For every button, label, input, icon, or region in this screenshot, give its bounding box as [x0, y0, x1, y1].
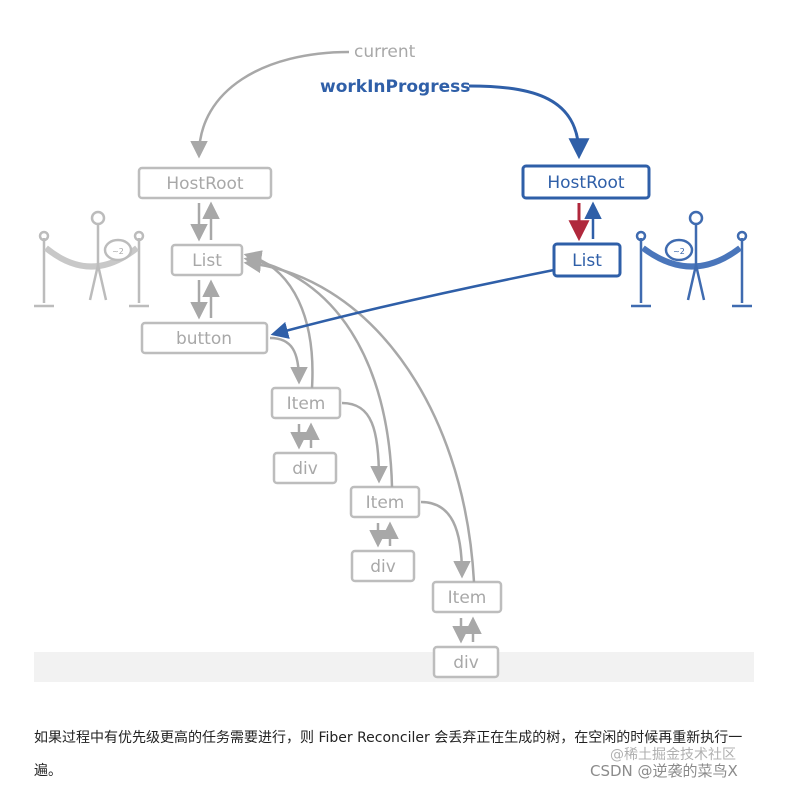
current-button-node: button — [140, 321, 269, 355]
svg-text:Item: Item — [287, 394, 326, 414]
svg-text:div: div — [292, 459, 318, 479]
svg-text:button: button — [176, 329, 232, 349]
item-node-2: Item — [349, 485, 421, 519]
caption-text: 如果过程中有优先级更高的任务需要进行，则 Fiber Reconciler 会丢… — [34, 730, 743, 779]
wip-hostroot-node: HostRoot — [521, 164, 651, 200]
current-hostroot-node: HostRoot — [137, 166, 273, 200]
watermark-csdn: CSDN @逆袭的菜鸟X — [590, 762, 738, 780]
bottom-band — [34, 652, 754, 682]
div-node-2: div — [350, 549, 416, 583]
right-queue-stanchion-illustration — [631, 210, 752, 308]
current-label: current — [354, 42, 416, 62]
current-tree-links — [190, 201, 482, 644]
watermark-juejin: @稀土掘金技术社区 — [610, 747, 736, 763]
div-node-3: div — [432, 645, 500, 679]
current-pointer-arrow — [190, 50, 350, 159]
wip-pointer-arrow — [468, 84, 590, 160]
work-in-progress-label: workInProgress — [320, 77, 470, 97]
current-list-node: List — [170, 243, 244, 277]
svg-text:HostRoot: HostRoot — [166, 174, 244, 194]
svg-text:Item: Item — [366, 493, 405, 513]
left-queue-stanchion-illustration — [34, 210, 149, 308]
svg-text:div: div — [453, 653, 479, 673]
left-badge: ~2 — [112, 247, 124, 256]
item-node-3: Item — [431, 580, 503, 614]
item-node-1: Item — [270, 386, 342, 420]
svg-text:List: List — [192, 251, 222, 271]
svg-text:div: div — [370, 557, 396, 577]
svg-text:Item: Item — [448, 588, 487, 608]
diagram-canvas: current workInProgress HostRoot List but… — [34, 42, 754, 682]
wip-reuse-arrow — [270, 268, 555, 339]
svg-text:HostRoot: HostRoot — [547, 173, 625, 193]
right-badge: ~2 — [673, 247, 685, 256]
wip-list-node: List — [552, 242, 622, 278]
svg-text:List: List — [572, 251, 602, 271]
fiber-diagram: current workInProgress HostRoot List but… — [34, 0, 754, 682]
div-node-1: div — [272, 451, 338, 485]
